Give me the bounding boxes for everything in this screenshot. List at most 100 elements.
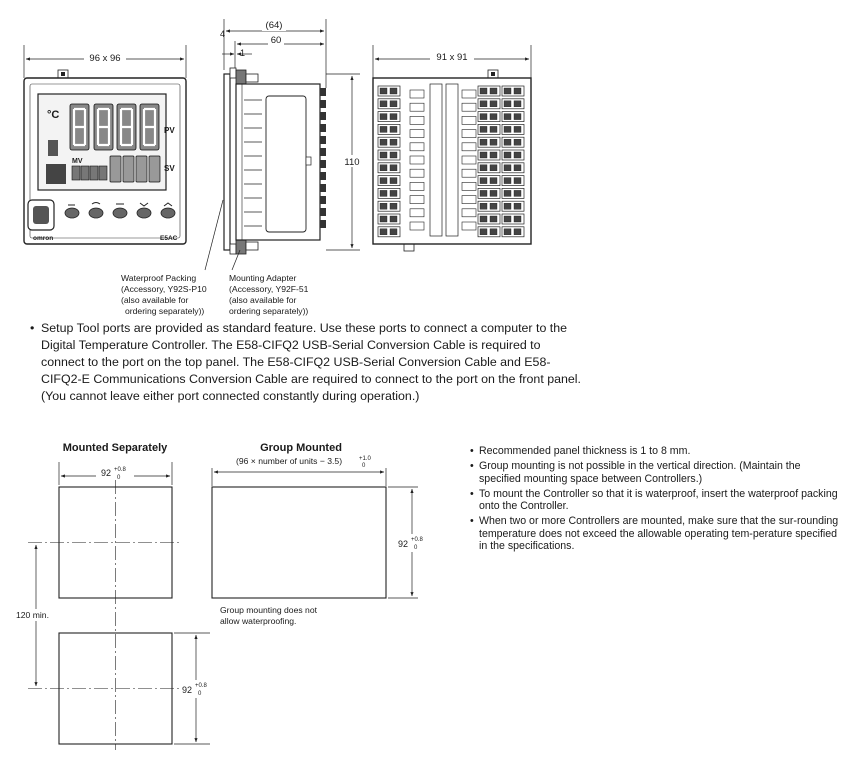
terminal [461,89,477,99]
mounting-adapter-bottom [235,239,247,255]
group-cutout [211,486,387,599]
svg-text:Mounting Adapter: Mounting Adapter [229,273,297,283]
key-1 [64,207,80,219]
terminal [489,100,498,108]
dim-body: 60 [271,35,282,46]
terminal [389,164,398,172]
terminal [379,228,388,236]
terminal [503,215,512,223]
terminal [477,226,501,238]
side-label-area [265,95,307,233]
terminal [409,129,425,138]
terminal [503,177,512,184]
terminal [377,85,401,97]
terminal [479,87,488,95]
terminal [477,213,501,225]
terminal [461,221,477,231]
terminal [477,200,501,212]
svg-text:(Accessory, Y92S-P10: (Accessory, Y92S-P10 [121,284,207,294]
svg-text:0: 0 [414,545,418,551]
svg-text:Waterproof Packing: Waterproof Packing [121,273,196,283]
terminal [377,175,401,186]
terminal [513,190,522,197]
terminal [489,151,498,159]
terminal [461,142,477,152]
terminal [377,111,401,122]
terminal [389,151,398,159]
terminal [503,113,512,120]
terminal [389,113,398,120]
dim-1: 1 [240,48,245,58]
paragraph-line: connect to the port on the top panel. Th… [41,355,551,369]
terminal [477,175,501,186]
terminal [501,85,525,97]
terminal [501,188,525,199]
terminal [377,124,401,135]
terminal [489,164,498,172]
rear-terminals [377,83,525,238]
svg-text:+0.8: +0.8 [195,683,208,689]
terminal [513,228,522,236]
svg-text:+0.8: +0.8 [411,537,424,543]
terminal [389,215,398,223]
terminal [389,228,398,236]
terminal [389,202,398,210]
sv-label: SV [164,164,175,173]
terminal [377,149,401,161]
terminal [461,155,477,165]
terminal [461,168,477,178]
brand-label: omron [33,235,53,242]
terminal [501,200,525,212]
terminal [489,190,498,197]
key-down [136,207,152,219]
terminal [377,200,401,212]
terminal [477,85,501,97]
note-item: Group mounting is not possible in the ve… [470,460,845,485]
mounting-notes: Recommended panel thickness is 1 to 8 mm… [470,445,845,555]
terminal [489,113,498,120]
packing-callout: Waterproof Packing (Accessory, Y92S-P10 … [121,273,207,316]
terminal [409,116,425,125]
terminal [513,138,522,146]
terminal [513,113,522,120]
rear-dim-label: 91 x 91 [436,52,467,63]
terminal [389,126,398,133]
sv-digits [109,155,161,183]
terminal [377,162,401,174]
cutout-separate: Mounted Separately 92 +0.8 0 120 min. 92… [12,442,210,750]
terminal [513,87,522,95]
terminal [513,100,522,108]
dim-4: 4 [220,29,225,39]
model-label: E5AC [160,235,178,242]
terminal [377,98,401,110]
svg-text:ordering separately)): ordering separately)) [125,306,204,316]
terminal [501,98,525,110]
terminal [477,124,501,135]
terminal [389,190,398,197]
side-bezel [223,73,231,251]
svg-text:0: 0 [198,691,202,697]
terminal [379,190,388,197]
terminal [409,168,425,178]
terminal [513,164,522,172]
paragraph-bullet: • [30,321,35,335]
terminal [489,138,498,146]
terminal [501,124,525,135]
terminal [379,151,388,159]
svg-text:(also available for: (also available for [229,295,296,305]
adapter-callout: Mounting Adapter (Accessory, Y92F-51 (al… [229,273,309,316]
group-note-1: Group mounting does not [220,605,318,615]
paragraph-line: CIFQ2-E Communications Conversion Cable … [41,372,581,386]
group-title: Group Mounted [260,442,342,454]
terminal [377,226,401,238]
terminal [477,162,501,174]
terminal [409,89,425,99]
terminal [379,113,388,120]
dim-overall: (64) [266,20,283,31]
terminal [379,177,388,184]
terminal [477,136,501,148]
note-item: To mount the Controller so that it is wa… [470,488,845,513]
svg-text:(Accessory, Y92F-51: (Accessory, Y92F-51 [229,284,309,294]
terminal [409,221,425,231]
